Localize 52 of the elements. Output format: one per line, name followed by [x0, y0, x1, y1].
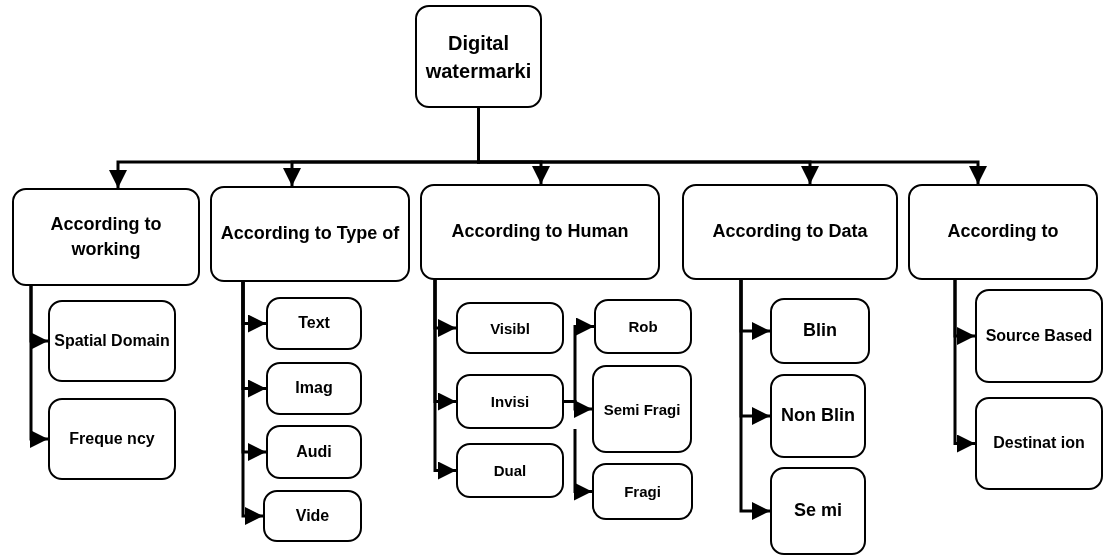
box-label: According to Data	[712, 220, 868, 244]
box-label: Spatial Domain	[54, 330, 170, 351]
category-box	[48, 300, 176, 382]
category-box	[975, 289, 1103, 383]
category-box	[592, 365, 692, 453]
root-box	[415, 5, 542, 108]
box-label: Blin	[803, 319, 837, 343]
category-box	[48, 398, 176, 480]
category-box	[266, 297, 362, 350]
arrow	[241, 282, 263, 525]
arrow	[573, 429, 592, 501]
category-box	[770, 467, 866, 555]
box-label: According to working	[49, 212, 163, 261]
category-box	[682, 184, 898, 280]
category-box	[770, 374, 866, 458]
category-box	[975, 397, 1103, 490]
arrow	[433, 280, 456, 480]
box-label: Text	[298, 313, 330, 334]
category-box	[908, 184, 1098, 280]
category-box	[770, 298, 870, 364]
category-box	[456, 374, 564, 429]
box-label: Se mi	[794, 499, 842, 523]
box-label: Source Based	[985, 325, 1093, 346]
box-label: Destinat ion	[993, 433, 1085, 454]
category-box	[266, 425, 362, 479]
box-label: Visibl	[490, 318, 530, 339]
category-box	[420, 184, 660, 280]
box-label: Digital watermarki	[424, 30, 533, 84]
box-label: Imag	[295, 378, 333, 399]
category-box	[210, 186, 410, 282]
category-box	[456, 443, 564, 498]
box-label: Audi	[296, 441, 332, 462]
category-box	[456, 302, 564, 354]
box-label: According to Type of	[220, 222, 400, 246]
category-box	[594, 299, 692, 354]
box-label: Freque ncy	[69, 428, 155, 449]
category-box	[12, 188, 200, 286]
box-label: Vide	[295, 505, 330, 526]
arrow	[739, 280, 770, 520]
box-label: Invisi	[490, 392, 530, 412]
arrow	[29, 286, 48, 448]
box-label: According to Human	[451, 220, 629, 244]
category-box	[263, 490, 362, 542]
category-box	[592, 463, 693, 520]
box-label: Semi Fragi	[603, 399, 681, 420]
box-label: Fragi	[624, 482, 661, 502]
box-label: Rob	[628, 317, 658, 337]
box-label: Dual	[493, 461, 527, 481]
category-box	[266, 362, 362, 415]
box-label: Non Blin	[781, 404, 855, 428]
box-label: According to	[947, 220, 1059, 244]
arrow	[953, 280, 975, 453]
